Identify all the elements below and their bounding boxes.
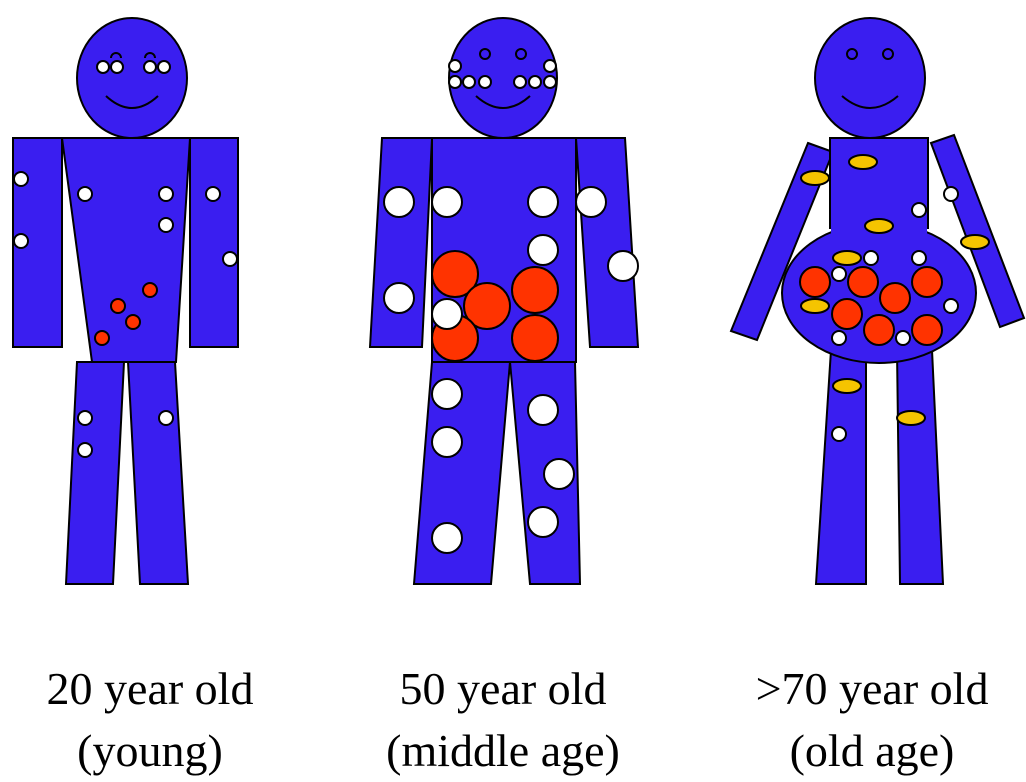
figure-middle-age (370, 18, 638, 584)
white-cell (78, 411, 92, 425)
caption-middle-age-age: 50 year old (353, 658, 653, 720)
white-cell (432, 427, 462, 457)
white-cell (912, 251, 926, 265)
white-cell (432, 187, 462, 217)
white-cell (912, 203, 926, 217)
white-cell (223, 252, 237, 266)
caption-young-age: 20 year old (0, 658, 300, 720)
white-cell (78, 443, 92, 457)
caption-old-age-age: >70 year old (722, 658, 1022, 720)
middle-right-arm (576, 138, 638, 347)
caption-middle-age: 50 year old (middle age) (353, 658, 653, 782)
white-cell (514, 76, 526, 88)
white-cell (384, 283, 414, 313)
young-right-leg (128, 362, 188, 584)
white-cell (432, 523, 462, 553)
yellow-cell (833, 251, 861, 265)
caption-old-age: >70 year old (old age) (722, 658, 1022, 782)
white-cell (449, 60, 461, 72)
white-cell (463, 76, 475, 88)
white-cell (384, 187, 414, 217)
figure-old-age (731, 18, 1024, 584)
white-cell (528, 395, 558, 425)
white-cell (479, 76, 491, 88)
young-right-arm (190, 138, 238, 347)
white-cell (544, 60, 556, 72)
yellow-cell (849, 155, 877, 169)
yellow-cell (833, 379, 861, 393)
red-cell (880, 283, 910, 313)
red-cell (512, 315, 558, 361)
red-cell (912, 315, 942, 345)
white-cell (432, 299, 462, 329)
yellow-cell (961, 235, 989, 249)
white-cell (449, 76, 461, 88)
yellow-cell (801, 171, 829, 185)
white-cell (528, 235, 558, 265)
yellow-cell (897, 411, 925, 425)
white-cell (944, 187, 958, 201)
white-cell (432, 379, 462, 409)
white-cell (158, 61, 170, 73)
white-cell (576, 187, 606, 217)
caption-old-age-stage: (old age) (722, 720, 1022, 782)
caption-middle-age-stage: (middle age) (353, 720, 653, 782)
white-cell (832, 427, 846, 441)
middle-left-arm (370, 138, 432, 347)
young-torso (62, 138, 190, 362)
white-cell (544, 459, 574, 489)
white-cell (832, 267, 846, 281)
red-cell (800, 267, 830, 297)
white-cell (529, 76, 541, 88)
red-cell (512, 267, 558, 313)
white-cell (608, 251, 638, 281)
white-cell (78, 187, 92, 201)
white-cell (528, 507, 558, 537)
red-cell (143, 283, 157, 297)
white-cell (159, 218, 173, 232)
red-cell (912, 267, 942, 297)
yellow-cell (865, 219, 893, 233)
white-cell (97, 61, 109, 73)
red-cell (832, 299, 862, 329)
white-cell (159, 411, 173, 425)
yellow-cell (801, 299, 829, 313)
white-cell (864, 251, 878, 265)
young-left-leg (66, 362, 124, 584)
old-right-leg (897, 350, 943, 584)
red-cell (126, 315, 140, 329)
figure-young (13, 18, 238, 584)
red-cell (864, 315, 894, 345)
white-cell (14, 234, 28, 248)
white-cell (528, 187, 558, 217)
white-cell (544, 76, 556, 88)
white-cell (14, 172, 28, 186)
white-cell (944, 299, 958, 313)
caption-young-stage: (young) (0, 720, 300, 782)
caption-young: 20 year old (young) (0, 658, 300, 782)
white-cell (832, 331, 846, 345)
white-cell (144, 61, 156, 73)
red-cell (111, 299, 125, 313)
white-cell (111, 61, 123, 73)
white-cell (896, 331, 910, 345)
white-cell (206, 187, 220, 201)
young-head (77, 18, 187, 138)
old-head (815, 18, 925, 138)
red-cell (848, 267, 878, 297)
white-cell (159, 187, 173, 201)
red-cell (95, 331, 109, 345)
